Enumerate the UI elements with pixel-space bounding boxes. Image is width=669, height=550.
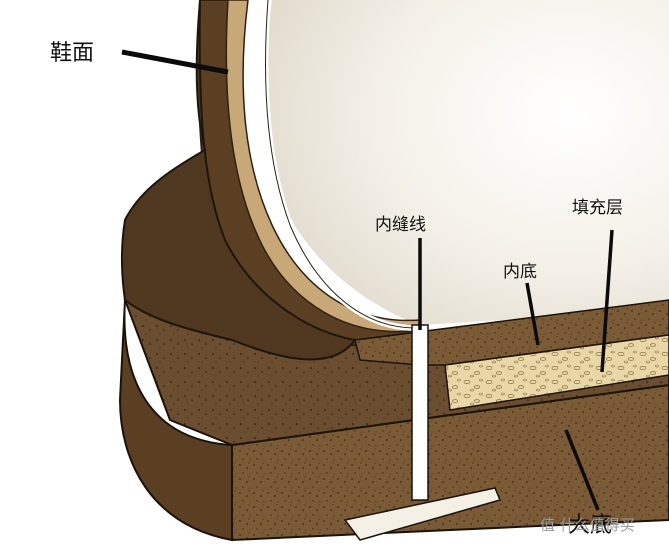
- leader-outsole: [564, 429, 600, 511]
- label-upper: 鞋面: [50, 41, 94, 66]
- leader-insole: [525, 282, 540, 346]
- leader-filler: [600, 229, 614, 373]
- outsole-side: [118, 299, 233, 542]
- welt-flap: [343, 487, 502, 541]
- leader-upper: [121, 49, 229, 75]
- label-inner-stitch: 内缝线: [375, 215, 426, 235]
- filler-layer: [444, 334, 669, 411]
- upper-heel-counter: [120, 0, 357, 361]
- inner-stitch-vertical: [411, 324, 429, 501]
- watermark: 值 什么值得买: [540, 516, 635, 534]
- inner-stitch-outline: [265, 0, 421, 329]
- label-insole: 内底: [503, 262, 537, 282]
- label-outsole: 大底: [568, 513, 612, 538]
- label-filler: 填充层: [572, 198, 623, 218]
- shoe-interior: [267, 0, 669, 325]
